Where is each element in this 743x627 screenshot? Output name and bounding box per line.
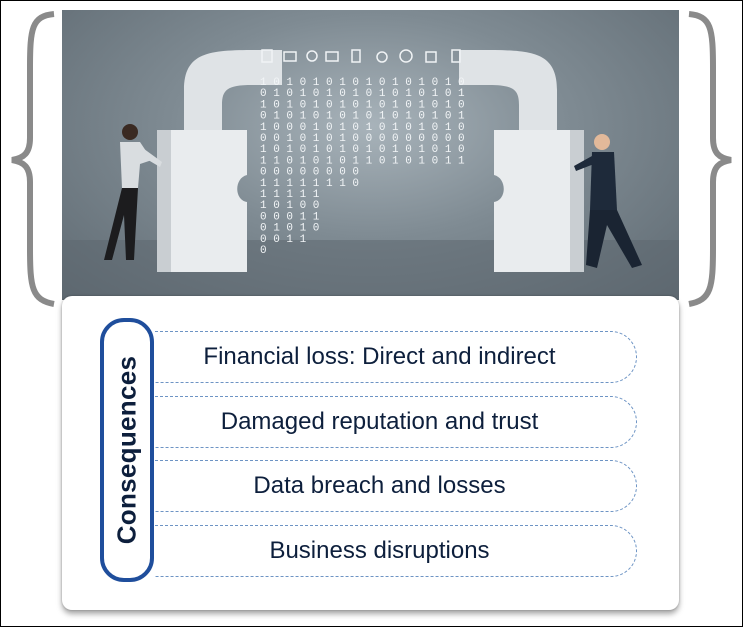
right-brace-icon — [688, 11, 732, 307]
binary-row: 1 0 1 0 1 0 1 0 1 0 1 0 1 0 1 0 — [260, 99, 465, 111]
binary-row: 0 0 0 1 1 — [260, 211, 320, 223]
binary-row: 1 1 0 1 0 1 0 1 1 0 1 0 1 0 1 1 — [260, 155, 465, 167]
left-brace-icon — [11, 11, 55, 307]
binary-row: 0 0 1 1 — [260, 234, 307, 246]
padlock-left-half — [157, 50, 282, 272]
consequence-item-label: Data breach and losses — [253, 472, 506, 499]
consequence-item: Damaged reputation and trust — [155, 396, 637, 448]
binary-row: 1 0 1 0 0 — [260, 200, 319, 212]
consequence-item: Business disruptions — [155, 525, 637, 577]
consequence-item: Financial loss: Direct and indirect — [155, 331, 637, 383]
man-pushing-figure — [574, 134, 642, 268]
binary-stream: 1 0 1 0 1 0 1 0 1 0 1 0 1 0 1 00 1 0 1 0… — [260, 77, 465, 257]
woman-pushing-figure — [104, 124, 162, 260]
consequence-item-label: Business disruptions — [269, 537, 490, 564]
binary-row: 0 1 0 1 0 — [260, 223, 319, 235]
padlock-right-half — [459, 50, 584, 272]
consequence-item-label: Financial loss: Direct and indirect — [203, 343, 556, 370]
consequence-item: Data breach and losses — [155, 460, 637, 512]
category-pill — [100, 318, 154, 582]
binary-row: 1 1 1 1 1 1 1 0 — [260, 178, 359, 190]
consequence-item-label: Damaged reputation and trust — [220, 408, 539, 435]
binary-row: 0 1 0 1 0 1 0 1 0 1 0 1 0 1 0 1 — [260, 111, 465, 123]
binary-row: 0 0 1 0 1 0 1 0 0 0 0 0 0 0 0 0 — [260, 133, 465, 145]
binary-row: 0 1 0 1 0 1 0 1 0 1 0 1 0 1 0 1 — [260, 88, 465, 100]
binary-row: 1 0 1 0 1 0 1 0 1 0 1 0 1 0 1 0 — [260, 144, 465, 156]
binary-row: 1 0 0 0 1 0 1 0 1 0 1 0 1 0 1 0 — [260, 122, 465, 134]
tech-icons-row — [261, 49, 461, 63]
binary-row: 1 0 1 0 1 0 1 0 1 0 1 0 1 0 1 0 — [260, 77, 465, 89]
category-label: Consequences — [111, 355, 142, 545]
binary-row: 1 1 1 1 1 — [260, 189, 320, 201]
binary-row: 0 0 0 0 0 0 0 0 — [260, 167, 359, 179]
binary-row: 0 — [260, 245, 267, 257]
